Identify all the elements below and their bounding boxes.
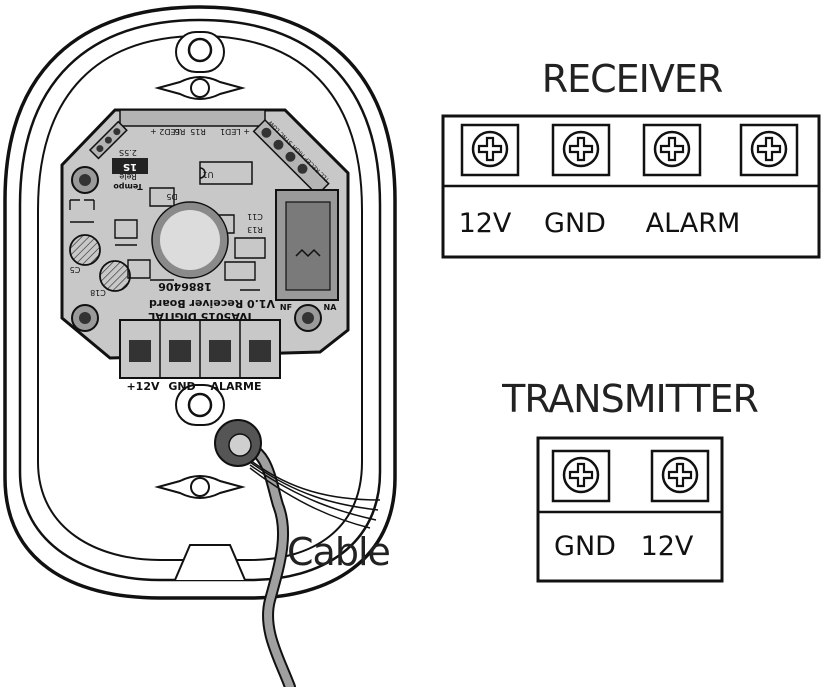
transmitter-screws	[551, 449, 710, 503]
pcb-time-2s-label: 2.5S	[119, 148, 137, 157]
cable	[236, 439, 381, 687]
led-header	[119, 109, 266, 127]
board-terminal-labels: +12V GND ALARME	[126, 380, 261, 393]
pcb-led2-label: LED2 +	[150, 127, 180, 136]
capacitor-c5	[69, 234, 101, 266]
pcb-na-label: NA	[324, 303, 338, 312]
pir-lens	[151, 201, 229, 279]
transmitter-terminal-12v: 12V	[641, 531, 694, 562]
receiver-screws	[460, 123, 799, 177]
receiver-title: RECEIVER	[542, 57, 723, 101]
pcb-part-number: 1886406	[158, 280, 212, 293]
transmitter-terminal-gnd: GND	[554, 531, 616, 562]
pcb-u1-label: U1	[203, 170, 214, 179]
capacitor-c18	[99, 260, 131, 292]
pcb-c11-label: C11	[247, 212, 263, 221]
pcb-c5-label: C5	[70, 265, 81, 274]
receiver-terminal-12v: 12V	[459, 208, 512, 239]
relay	[275, 189, 339, 301]
transmitter-screw-2	[650, 449, 710, 503]
transmitter-terminal-block	[536, 436, 724, 583]
pcb-time-1s-label: 1S	[123, 161, 137, 172]
board-terminal-gnd-label: GND	[168, 380, 195, 393]
pcb-r13-label: R13	[247, 225, 263, 234]
time-selector	[112, 158, 148, 174]
grommet	[214, 419, 262, 467]
receiver-terminal-labels: 12V GND ALARM	[459, 208, 741, 239]
board-terminal-alarme-label: ALARME	[211, 380, 262, 393]
pcb-board-name: V1.0 Receiver Board	[149, 297, 275, 310]
board-terminal-12v-label: +12V	[126, 380, 160, 393]
pcb-r15-label: R15	[190, 127, 206, 136]
transmitter-terminal-labels: GND 12V	[554, 531, 694, 562]
cable-label: Cable	[287, 530, 390, 574]
pcb-c18-label: C18	[90, 288, 106, 297]
pcb-tempo-label: Tempo	[113, 182, 143, 191]
pcb-rele-label: Rele	[119, 172, 136, 181]
keyhole-upper	[154, 76, 246, 100]
receiver-terminal-block	[441, 114, 821, 259]
transmitter-screw-1	[551, 449, 611, 503]
pcb-d5-label: D5	[166, 192, 177, 201]
pcb-led1-label: + LED1	[220, 127, 250, 136]
receiver-terminal-gnd: GND	[544, 208, 606, 239]
pcb-model: IVA5015 DIGITAL	[148, 310, 251, 323]
receiver-screw-3	[642, 123, 702, 177]
pcb-r6-label: R6	[175, 127, 186, 136]
smd-pads	[69, 187, 266, 291]
chip-u1	[199, 161, 253, 185]
receiver-screw-1	[460, 123, 520, 177]
receiver-screw-4	[739, 123, 799, 177]
pcb-corner-header	[88, 120, 128, 160]
mounting-hole-bottom	[175, 384, 225, 426]
board-terminal-block	[119, 319, 281, 379]
mounting-hole-top	[175, 31, 225, 73]
pcb-mount-holes	[71, 166, 322, 332]
receiver-screw-2	[551, 123, 611, 177]
keyhole-lower	[154, 475, 246, 499]
receiver-terminal-alarm: ALARM	[646, 208, 741, 239]
pcb-nf-label: NF	[280, 303, 292, 312]
transmitter-title: TRANSMITTER	[501, 377, 758, 421]
